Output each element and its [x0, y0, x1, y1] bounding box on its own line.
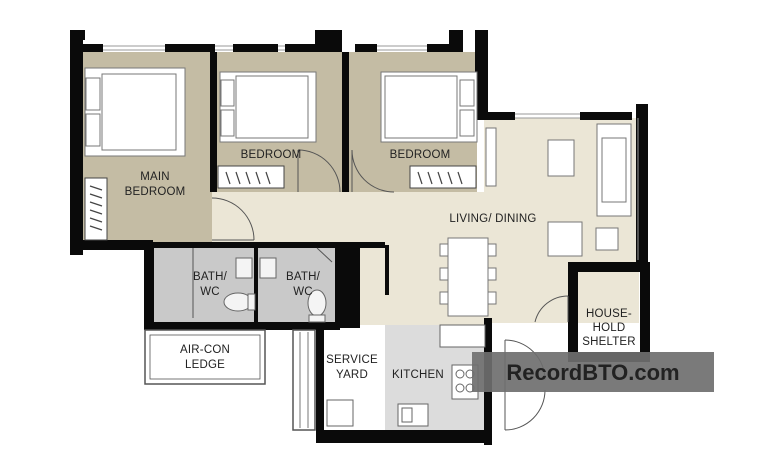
label-main-bedroom-1: MAIN — [140, 171, 170, 183]
label-shelter-3: SHELTER — [582, 336, 636, 348]
floor-areas — [83, 52, 639, 430]
watermark: RecordBTO.com — [472, 352, 714, 392]
side-table — [595, 227, 619, 251]
ledges — [144, 329, 316, 431]
label-living-dining: LIVING/ DINING — [449, 213, 536, 225]
windows — [103, 45, 639, 260]
tv-console — [485, 127, 497, 187]
label-shelter-1: HOUSE- — [586, 308, 632, 320]
kitchen-counter — [439, 324, 486, 348]
yard-shelf — [326, 399, 354, 427]
room-labels: MAIN BEDROOM BEDROOM BEDROOM LIVING/ DIN… — [125, 149, 636, 381]
basin-2 — [259, 257, 277, 279]
watermark-text: RecordBTO.com — [506, 360, 679, 385]
watermark-background — [472, 352, 714, 392]
bedroom-2-bed — [219, 71, 317, 143]
armchair — [547, 221, 583, 257]
label-main-bedroom-2: BEDROOM — [125, 186, 186, 198]
dining-table — [447, 237, 489, 317]
label-bath-2-b: WC — [293, 286, 313, 298]
main-bedroom-bed — [84, 67, 186, 157]
label-shelter-2: HOLD — [593, 322, 626, 334]
bedroom-2-wardrobe — [217, 165, 285, 189]
label-bath-1-b: WC — [200, 286, 220, 298]
label-kitchen: KITCHEN — [392, 369, 444, 381]
label-bath-2-a: BATH/ — [286, 271, 321, 283]
wardrobes — [84, 165, 477, 241]
main-bedroom-wardrobe — [84, 177, 108, 241]
label-bath-1-a: BATH/ — [193, 271, 228, 283]
label-aircon-ledge-2: LEDGE — [185, 359, 225, 371]
basin-1 — [235, 257, 253, 279]
bedroom-3-bed — [380, 71, 478, 143]
label-aircon-ledge-1: AIR-CON — [180, 344, 230, 356]
walls — [70, 30, 650, 445]
aircon-ledge — [144, 329, 266, 385]
label-bedroom-3: BEDROOM — [390, 149, 451, 161]
coffee-table — [547, 139, 575, 177]
wardrobe-hangers — [89, 171, 463, 231]
living-furniture — [439, 123, 632, 317]
yard-ledge — [292, 329, 316, 431]
bedroom-3-wardrobe — [409, 165, 477, 189]
label-service-yard-2: YARD — [336, 369, 368, 381]
bath-fixtures — [223, 257, 327, 323]
hallway-floor — [212, 192, 492, 245]
label-bedroom-2: BEDROOM — [241, 149, 302, 161]
label-service-yard-1: SERVICE — [326, 354, 378, 366]
